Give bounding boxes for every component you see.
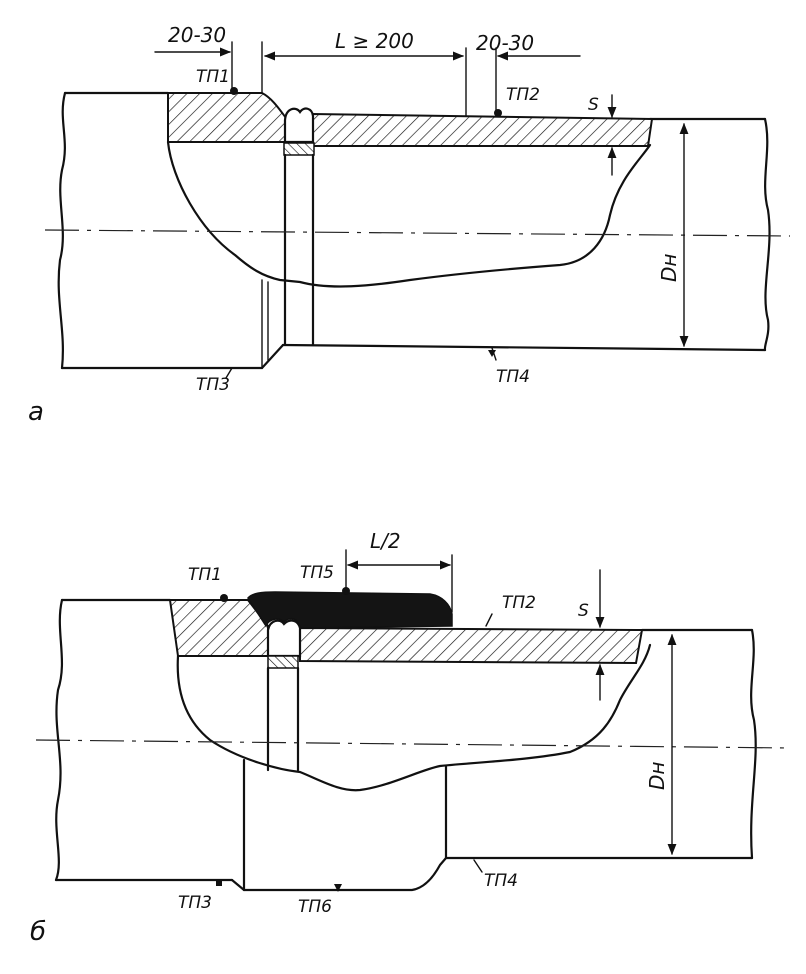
- view-b-label: б: [30, 917, 46, 947]
- view-b-backing-ring: [267, 655, 299, 669]
- view-a-point-tp2: [494, 109, 502, 117]
- view-a-dim-middle: L ≥ 200: [263, 29, 467, 117]
- view-a-centerline: [44, 229, 791, 237]
- view-b-tp2: ТП2: [502, 593, 536, 613]
- view-b-pipe-outline: [54, 598, 757, 892]
- view-b-tp5: ТП5: [300, 563, 334, 583]
- view-b-tp4: ТП4: [484, 871, 518, 891]
- view-a-cutaway: [166, 140, 652, 288]
- view-b: L/2 S Dн ТП1 ТП5 ТП2 ТП3 ТП6 ТП4 б: [30, 529, 791, 947]
- view-a-thickness: S: [588, 94, 617, 176]
- view-b-cutaway: [176, 643, 652, 792]
- view-a-tp2: ТП2: [506, 85, 540, 105]
- view-a-point-tp1: [230, 87, 238, 95]
- view-a-dim-right-text: 20-30: [476, 31, 534, 55]
- view-b-thickness-label: S: [578, 601, 589, 621]
- view-b-thickness: S: [578, 569, 605, 701]
- view-a-dim-left-text: 20-30: [168, 23, 226, 47]
- view-b-centerline: [35, 739, 791, 749]
- view-b-wall-right: [299, 626, 644, 665]
- view-a-thickness-label: S: [588, 95, 599, 115]
- view-a-label: а: [28, 397, 44, 427]
- view-b-point-tp1: [220, 594, 228, 602]
- view-a-tp3: ТП3: [196, 375, 230, 395]
- view-a-backing-ring: [283, 142, 315, 156]
- view-a-tp4: ТП4: [496, 367, 530, 387]
- view-a-wall-left: [167, 92, 287, 143]
- view-a-dim-left: 20-30: [154, 23, 263, 94]
- view-b-reinforcement: [247, 591, 453, 629]
- view-a-pipe-outline: [57, 91, 771, 370]
- view-b-diameter: Dн: [645, 633, 677, 856]
- view-a-weld: [283, 107, 315, 144]
- view-a-wall-right: [311, 112, 654, 147]
- view-b-tp3: ТП3: [178, 893, 212, 913]
- view-b-tp1: ТП1: [188, 565, 222, 585]
- view-a-diameter-label: Dн: [657, 254, 681, 282]
- view-b-tp6: ТП6: [298, 897, 332, 917]
- view-a: 20-30 L ≥ 200 20-30 S Dн ТП1 ТП2: [28, 23, 791, 427]
- view-b-dim-top-text: L/2: [370, 529, 401, 553]
- view-b-weld: [266, 619, 302, 658]
- view-a-tp1: ТП1: [196, 67, 230, 87]
- view-b-diameter-label: Dн: [645, 762, 669, 790]
- view-b-dim-top: L/2: [345, 529, 453, 613]
- view-b-wall-left: [168, 599, 269, 657]
- view-b-point-tp5: [342, 587, 350, 595]
- view-a-diameter: Dн: [657, 122, 689, 348]
- view-a-dim-middle-text: L ≥ 200: [335, 29, 414, 53]
- view-a-dim-right: 20-30: [476, 31, 581, 113]
